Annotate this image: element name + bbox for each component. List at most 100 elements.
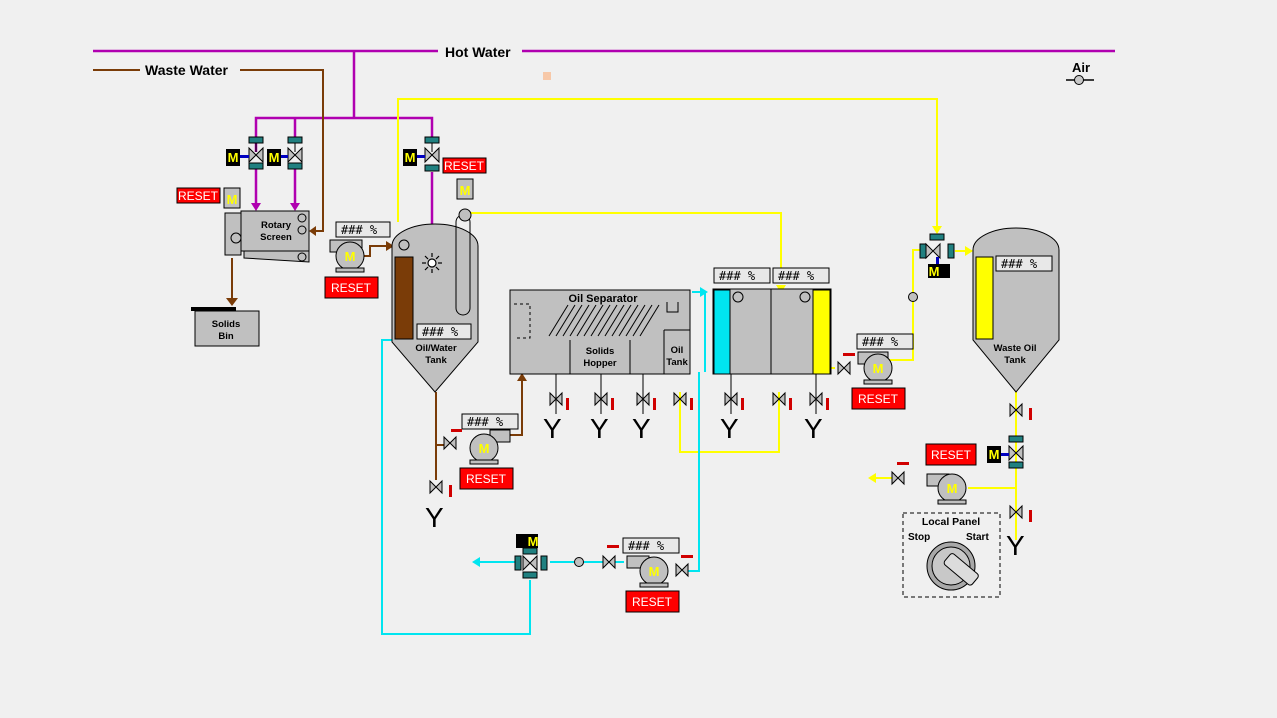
valve-icon[interactable] — [724, 391, 744, 410]
motor-icon[interactable]: M — [456, 178, 474, 200]
motor-icon[interactable]: M — [223, 187, 241, 209]
oil-water-tank[interactable]: Oil/Water Tank — [391, 214, 479, 393]
reset-button[interactable]: RESET — [925, 443, 977, 466]
svg-text:M: M — [947, 481, 958, 496]
waste-oil-tank[interactable]: Waste Oil Tank — [972, 227, 1060, 393]
pulley-icon — [458, 208, 472, 222]
oil-separator-label: Oil Separator — [568, 293, 638, 305]
svg-text:RESET: RESET — [931, 448, 972, 462]
valve-icon[interactable] — [891, 462, 909, 486]
drain-icon: Y — [804, 413, 823, 444]
level-readout: ### % — [995, 255, 1053, 272]
reset-button[interactable]: RESET — [176, 187, 221, 204]
start-label: Start — [966, 532, 989, 543]
valve-icon[interactable] — [429, 479, 452, 497]
valve-icon[interactable] — [514, 547, 548, 579]
waste-water-label: Waste Water — [145, 62, 229, 78]
reset-button[interactable]: RESET — [851, 387, 906, 410]
svg-text:M: M — [873, 361, 884, 376]
reset-button[interactable]: RESET — [442, 157, 487, 174]
motor-icon[interactable]: M — [928, 264, 950, 279]
drain-icon: Y — [632, 413, 651, 444]
svg-text:M: M — [989, 447, 1000, 462]
stop-label: Stop — [908, 532, 930, 543]
svg-text:RESET: RESET — [178, 189, 219, 203]
level-readout: ### % — [856, 333, 914, 350]
svg-text:### %: ### % — [341, 223, 378, 237]
valve-icon[interactable] — [772, 391, 792, 410]
svg-text:RESET: RESET — [632, 595, 673, 609]
local-panel-title: Local Panel — [922, 516, 980, 528]
arrow — [868, 473, 876, 483]
valve-icon[interactable] — [549, 391, 569, 410]
arrow — [965, 246, 973, 256]
hot-water-pipes — [93, 49, 1115, 258]
valve-icon[interactable] — [240, 136, 264, 170]
arrow — [290, 203, 300, 211]
valve-icon[interactable] — [675, 555, 693, 578]
valve-icon[interactable] — [1001, 435, 1024, 469]
clarifier-unit[interactable] — [712, 288, 832, 375]
svg-text:M: M — [269, 150, 280, 165]
pump-icon[interactable]: M — [329, 239, 365, 273]
valve-icon[interactable] — [1009, 504, 1032, 522]
reset-button[interactable]: RESET — [625, 590, 680, 613]
local-panel: Local Panel Stop Start — [902, 512, 1001, 598]
valve-icon[interactable] — [673, 391, 693, 410]
level-readout: ### % — [335, 221, 391, 238]
motor-icon[interactable]: M — [403, 149, 417, 166]
waste-oil-tank-label-2: Tank — [1004, 355, 1026, 366]
oil-tank-label-2: Tank — [666, 357, 688, 368]
svg-text:### %: ### % — [467, 415, 504, 429]
hot-water-label: Hot Water — [445, 44, 511, 60]
solids-hopper-label-1: Solids — [586, 346, 615, 357]
level-readout: ### % — [416, 323, 472, 340]
valve-icon[interactable] — [594, 391, 614, 410]
level-readout: ### % — [713, 267, 771, 284]
oil-tank-label-1: Oil — [671, 345, 684, 356]
reset-button[interactable]: RESET — [324, 276, 379, 299]
valve-icon[interactable] — [417, 136, 440, 172]
reset-button[interactable]: RESET — [459, 467, 514, 490]
svg-text:M: M — [228, 150, 239, 165]
rotary-screen[interactable]: Rotary Screen — [224, 210, 310, 263]
valve-icon[interactable] — [443, 429, 462, 451]
motor-icon[interactable]: M — [987, 446, 1001, 463]
pump-icon[interactable]: M — [469, 429, 511, 465]
pump-icon[interactable]: M — [857, 351, 893, 385]
valve-icon[interactable] — [1009, 402, 1032, 420]
arrow — [932, 226, 942, 234]
motor-icon[interactable]: M — [516, 534, 538, 549]
pump-icon[interactable]: M — [926, 473, 967, 505]
level-readout: ### % — [622, 537, 680, 554]
svg-text:M: M — [479, 441, 490, 456]
solids-hopper-label-2: Hopper — [583, 358, 617, 369]
svg-text:### %: ### % — [778, 269, 815, 283]
valve-icon[interactable] — [919, 233, 955, 264]
drain-icon: Y — [1006, 530, 1025, 561]
valve-icon[interactable] — [281, 136, 303, 170]
solids-bin-label-1: Solids — [212, 319, 241, 330]
valve-icon[interactable] — [602, 545, 619, 570]
motor-icon[interactable]: M — [226, 149, 240, 166]
arrow — [517, 373, 527, 381]
solids-bin[interactable]: Solids Bin — [191, 307, 260, 347]
svg-text:### %: ### % — [719, 269, 756, 283]
drain-icon: Y — [590, 413, 609, 444]
arrow — [386, 241, 394, 251]
instrument-icon — [574, 557, 584, 567]
valve-icon[interactable] — [809, 391, 829, 410]
svg-text:RESET: RESET — [858, 392, 899, 406]
pump-icon[interactable]: M — [626, 555, 669, 588]
svg-text:### %: ### % — [1001, 257, 1038, 271]
selector-switch-icon[interactable] — [926, 541, 980, 591]
svg-text:M: M — [528, 534, 539, 549]
rotary-screen-label-1: Rotary — [261, 220, 292, 231]
instrument-icon — [908, 292, 918, 302]
motor-icon[interactable]: M — [267, 149, 281, 166]
level-readout: ### % — [772, 267, 830, 284]
svg-text:M: M — [405, 150, 416, 165]
valve-icon[interactable] — [636, 391, 656, 410]
valve-icon[interactable] — [837, 353, 855, 376]
oil-separator[interactable]: Oil Separator Solids Hopper Oil Tank — [509, 289, 691, 375]
